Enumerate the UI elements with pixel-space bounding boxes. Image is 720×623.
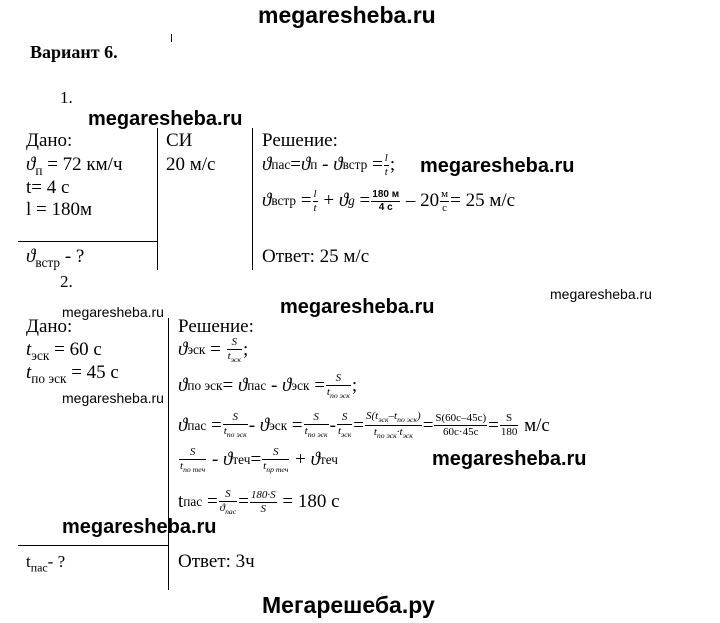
task1-divider-1 — [157, 128, 158, 270]
task1-answer: Ответ: 25 м/с — [262, 246, 370, 267]
task2-number: 2. — [60, 272, 73, 291]
watermark-1: megaresheba.ru — [88, 108, 243, 130]
task1-given-label: Дано: — [26, 130, 73, 151]
task2-given-t1: tэск = 60 с — [26, 339, 102, 363]
task2-solution-label: Решение: — [178, 316, 254, 337]
watermark-5: megaresheba.ru — [550, 286, 652, 302]
watermark-2: megaresheba.ru — [420, 155, 575, 177]
footer-watermark: Мегарешеба.ру — [262, 592, 435, 618]
task2-given-separator — [18, 545, 168, 546]
task2-find: tпас- ? — [26, 552, 66, 575]
watermark-8: megaresheba.ru — [432, 448, 587, 470]
task1-given-l: l = 180м — [26, 199, 93, 220]
task1-find: ϑвстр - ? — [26, 246, 85, 270]
task1-given-v: ϑп = 72 км/ч — [26, 154, 123, 178]
task1-si-label: СИ — [166, 130, 193, 151]
task2-divider — [168, 318, 169, 590]
watermark-6: megaresheba.ru — [62, 390, 164, 406]
header-watermark: megaresheba.ru — [258, 2, 436, 28]
watermark-3: megaresheba.ru — [62, 304, 164, 320]
variant-title: Вариант 6. — [30, 42, 118, 62]
task2-answer: Ответ: 3ч — [178, 551, 255, 572]
task1-divider-2 — [252, 128, 253, 270]
task1-solution-label: Решение: — [262, 130, 338, 151]
watermark-4: megaresheba.ru — [280, 296, 435, 318]
task2-given-label: Дано: — [26, 316, 73, 337]
task1-si-value: 20 м/с — [166, 154, 216, 175]
task1-number: 1. — [60, 88, 73, 107]
task1-given-separator — [18, 241, 158, 242]
task1-given-t: t= 4 с — [26, 177, 70, 198]
stray-mark — [171, 34, 172, 42]
task2-given-t2: tпо эск = 45 с — [26, 362, 119, 386]
watermark-7: megaresheba.ru — [62, 516, 217, 538]
